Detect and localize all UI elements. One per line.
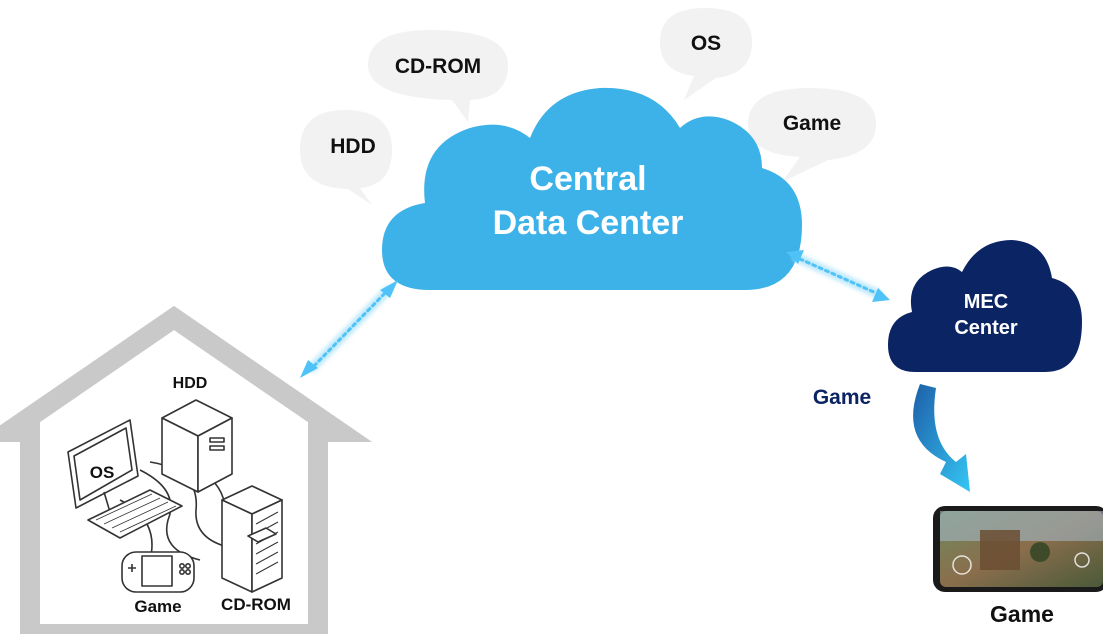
bubble-cdrom-label: CD-ROM <box>395 55 481 78</box>
phone-game-label: Game <box>990 601 1054 627</box>
house-game-label: Game <box>134 597 181 616</box>
house-os-label: OS <box>90 463 115 482</box>
bubble-game-label: Game <box>783 112 841 135</box>
central-cloud: Central Data Center <box>382 87 802 290</box>
curved-arrow <box>913 384 970 492</box>
bubble-cdrom: CD-ROM <box>368 30 508 122</box>
mec-cloud-line1: MEC <box>964 291 1008 313</box>
house <box>0 305 373 634</box>
arrow-house-central <box>300 280 398 378</box>
mec-cloud-line2: Center <box>954 317 1018 339</box>
bubble-game: Game <box>748 88 876 182</box>
central-cloud-line1: Central <box>529 160 646 198</box>
house-hdd-label: HDD <box>173 375 208 392</box>
mec-game-label: Game <box>813 386 871 409</box>
bubble-os-label: OS <box>691 32 721 55</box>
mec-cloud: MEC Center <box>888 240 1082 372</box>
bubble-hdd-label: HDD <box>330 135 376 158</box>
bubble-hdd: HDD <box>300 110 392 205</box>
phone-image <box>933 506 1103 592</box>
central-cloud-line2: Data Center <box>493 204 684 242</box>
pc-illustration <box>67 399 283 593</box>
arrow-central-mec <box>786 250 890 302</box>
bubble-os: OS <box>660 8 752 100</box>
house-cdrom-label: CD-ROM <box>221 595 291 614</box>
